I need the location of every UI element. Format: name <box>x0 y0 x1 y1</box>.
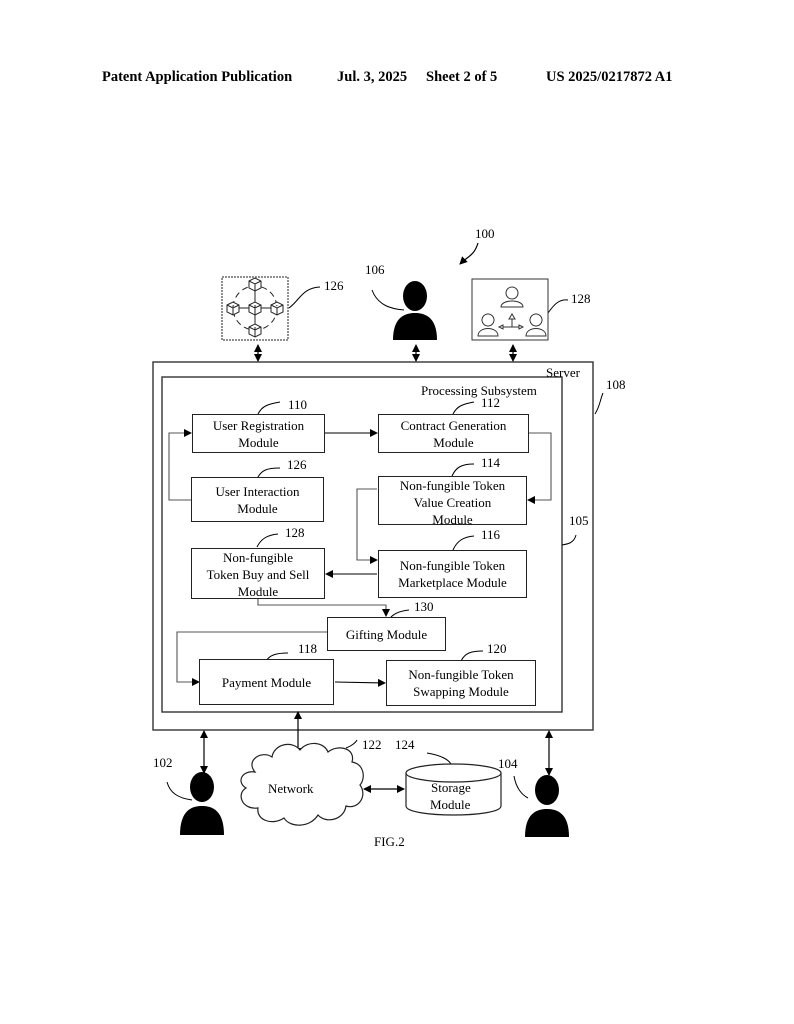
system-ref-arrow <box>459 242 479 265</box>
ref-105: 105 <box>569 513 589 528</box>
ref-116: 116 <box>481 527 501 542</box>
ref-130: 130 <box>414 599 434 614</box>
blockchain-network-icon <box>221 276 289 341</box>
figure-caption: FIG.2 <box>374 834 405 849</box>
server-label: Server <box>546 365 580 380</box>
module-line: Module <box>433 434 474 450</box>
ref-106: 106 <box>365 262 385 277</box>
payment-module: Payment Module <box>199 659 334 705</box>
ref-108: 108 <box>606 377 626 392</box>
ref-126-top: 126 <box>324 278 344 293</box>
module-line: Value Creation <box>413 495 492 510</box>
leader-lines <box>166 286 604 801</box>
ref-128-top: 128 <box>571 291 591 306</box>
ref-110: 110 <box>288 397 308 412</box>
ref-128: 128 <box>285 525 305 540</box>
module-line: Module <box>238 434 279 450</box>
processing-subsystem-label: Processing Subsystem <box>421 383 537 398</box>
ref-126: 126 <box>287 457 307 472</box>
ref-120: 120 <box>487 641 507 656</box>
ref-102: 102 <box>153 755 173 770</box>
ref-118: 118 <box>298 641 318 656</box>
storage-label-line2: Module <box>430 797 471 812</box>
module-line: Gifting Module <box>345 626 428 642</box>
publication-type: Patent Application Publication <box>102 69 293 85</box>
ref-112: 112 <box>481 395 501 410</box>
storage-label-line1: Storage <box>431 780 471 795</box>
module-line: Module <box>432 512 473 527</box>
module-line: Token Buy and Sell <box>206 567 310 582</box>
ref-104: 104 <box>498 756 518 771</box>
gifting-module: Gifting Module <box>327 617 446 651</box>
module-line: Non-fungible Token <box>399 558 506 573</box>
module-flow-arrows <box>168 429 552 687</box>
patent-number: US 2025/0217872 A1 <box>546 69 673 85</box>
module-line: Non-fungible <box>222 550 294 565</box>
module-line: Marketplace Module <box>398 575 507 590</box>
publication-date: Jul. 3, 2025 <box>337 69 408 85</box>
network-cloud-icon <box>240 742 364 826</box>
module-line: Payment Module <box>221 674 312 690</box>
peer-exchange-icon <box>471 278 549 341</box>
ref-114: 114 <box>481 455 501 470</box>
top-connectors <box>254 344 517 362</box>
network-label: Network <box>268 781 314 796</box>
module-line: Module <box>237 584 279 599</box>
user-102-icon <box>180 772 224 835</box>
module-line: User Registration <box>212 417 305 433</box>
storage-cylinder-icon <box>405 763 502 816</box>
server-frame <box>152 361 594 731</box>
user-104-icon <box>525 775 569 837</box>
module-line: Swapping Module <box>413 684 509 699</box>
module-line: User Interaction <box>215 483 300 499</box>
module-line: Contract Generation <box>400 417 507 433</box>
user-106-icon <box>393 281 437 340</box>
ref-100: 100 <box>475 226 495 241</box>
module-line: Non-fungible Token <box>408 667 514 682</box>
ref-124: 124 <box>395 737 415 752</box>
person-icons <box>180 281 569 837</box>
module-line: Non-fungible Token <box>399 478 506 493</box>
sheet-number: Sheet 2 of 5 <box>426 69 498 85</box>
module-line: Module <box>237 500 278 516</box>
ref-122: 122 <box>362 737 382 752</box>
